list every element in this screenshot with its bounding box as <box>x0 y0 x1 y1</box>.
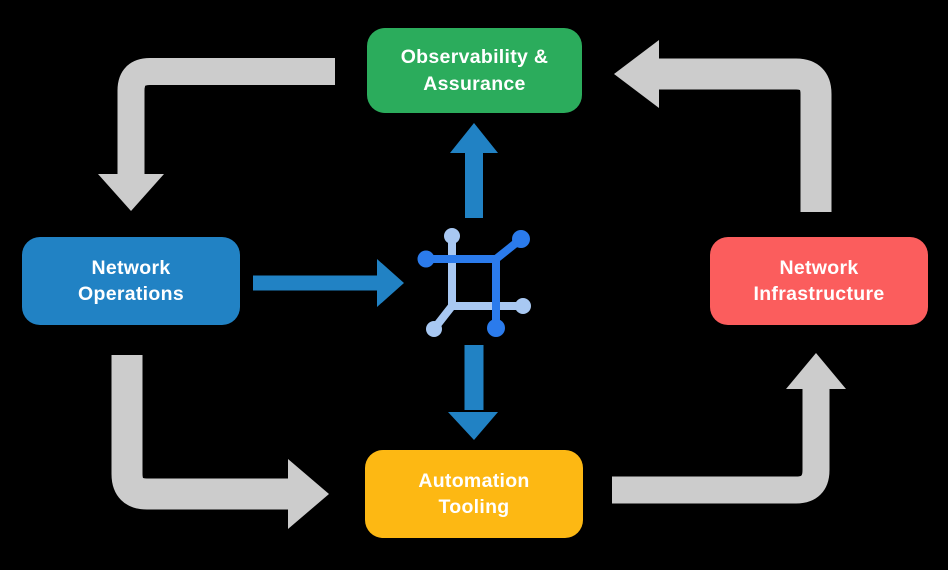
network-fabric-icon <box>417 228 531 337</box>
icon-primary-dots <box>417 230 530 337</box>
node-label-line: Network <box>91 256 171 279</box>
icon-secondary-dots <box>426 228 531 337</box>
arrow-shaft <box>659 58 832 212</box>
arrow-head <box>448 412 498 440</box>
arrow-center-to-automation <box>448 345 498 440</box>
node-observability-assurance: Observability & Assurance <box>367 28 582 113</box>
node-label-line: Assurance <box>423 72 526 95</box>
arrow-head <box>450 123 498 153</box>
arrow-head <box>288 459 329 529</box>
node-label-line: Tooling <box>438 496 510 518</box>
arrow-head <box>377 259 404 307</box>
arrow-automation-to-infrastructure <box>612 353 846 504</box>
node-network-infrastructure: Network Infrastructure <box>710 237 928 325</box>
arrow-operations-to-automation <box>111 355 329 529</box>
icon-dot <box>515 298 531 314</box>
arrow-infrastructure-to-observability <box>614 40 832 212</box>
node-label-line: Infrastructure <box>753 283 885 305</box>
arrow-head <box>614 40 659 108</box>
node-label-line: Network <box>779 256 859 279</box>
node-label-line: Automation <box>418 469 530 492</box>
node-label-line: Operations <box>78 283 184 305</box>
arrow-operations-to-center <box>253 259 404 307</box>
icon-dot <box>444 228 460 244</box>
arrow-head <box>786 353 846 389</box>
node-label-line: Observability & <box>400 46 549 69</box>
node-network-operations: Network Operations <box>22 237 240 325</box>
arrow-head <box>98 174 164 211</box>
icon-dot <box>487 319 505 337</box>
icon-dot <box>417 250 435 268</box>
arrow-shaft <box>117 58 335 176</box>
icon-dot <box>512 230 530 248</box>
arrow-shaft <box>612 389 830 504</box>
icon-dot <box>426 321 442 337</box>
arrow-observability-to-operations <box>98 58 335 211</box>
arrow-center-to-observability <box>450 123 498 218</box>
node-automation-tooling: Automation Tooling <box>365 450 583 538</box>
arrow-shaft <box>111 355 290 510</box>
